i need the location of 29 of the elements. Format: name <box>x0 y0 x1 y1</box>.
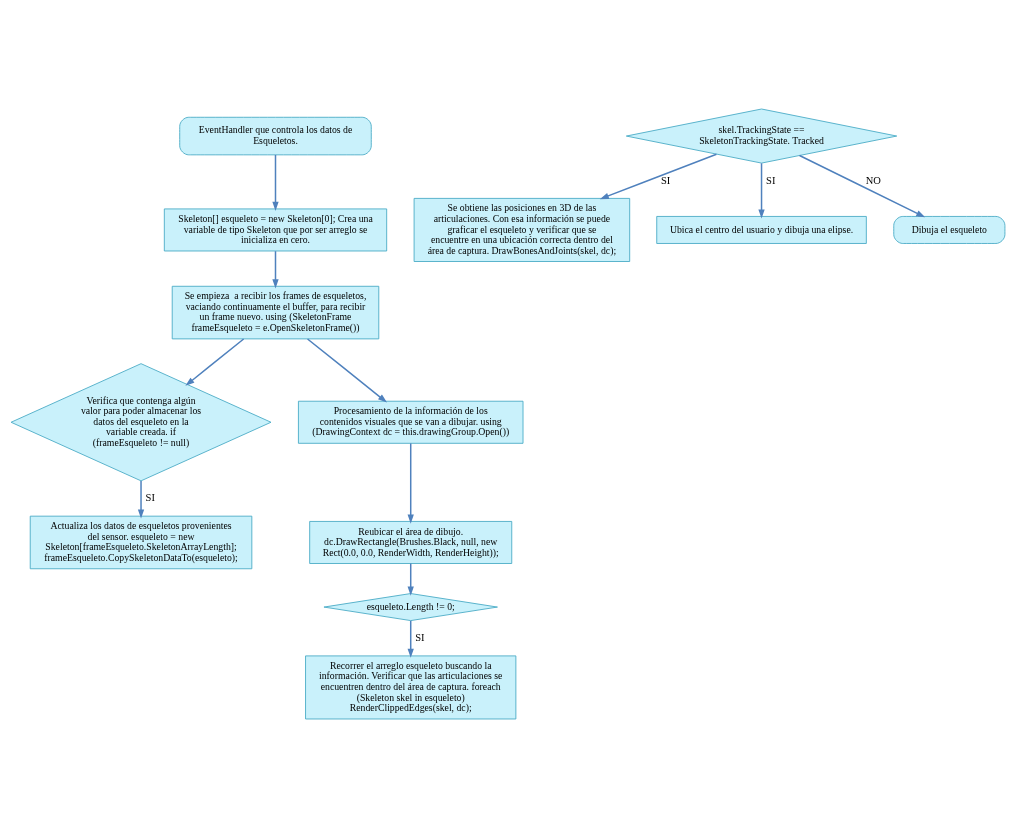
arrow <box>407 562 414 596</box>
node-box: Reubicar el área de dibujo. dc.DrawRectangle(Brushes.Black, null, new Rect(0.0, 0.0, RenderWidth, RenderHeight)); <box>309 520 513 564</box>
edge-label: SI <box>766 174 776 186</box>
arrow <box>272 154 279 211</box>
arrow <box>407 620 414 658</box>
arrow <box>185 338 245 386</box>
node-box: Dibuja el esqueleto <box>893 216 1006 244</box>
node-box: Ubica el centro del usuario y dibuja una elipse. <box>656 216 867 244</box>
arrow <box>272 250 279 289</box>
arrow <box>137 480 145 519</box>
edge-label: SI <box>415 632 425 644</box>
arrow <box>758 162 765 219</box>
arrow <box>306 338 387 403</box>
edge-label: NO <box>865 174 881 186</box>
node-box: Procesamiento de la información de los contenidos visuales que se van a dibujar. using (DrawingContext dc = this.drawingGroup.Open()) <box>297 400 524 444</box>
node-diamond: Verifica que contenga algún valor para poder almacenar los datos del esqueleto en la variable creada. if (frameEsqueleto != null) <box>10 363 272 482</box>
node-box: Actualiza los datos de esqueletos provenientes del sensor. esqueleto = new Skeleton[frameEsqueleto.SkeletonArrayLength]; frameEsqueleto.CopySkeletonDataTo(esqueleto); <box>29 515 253 570</box>
node-box: Skeleton[] esqueleto = new Skeleton[0]; Crea una variable de tipo Skeleton que por ser arreglo se inicializa en cero. <box>163 208 388 252</box>
node-box: Recorrer el arreglo esqueleto buscando la información. Verificar que las articulaciones se encuentren dentro del área de captura. foreach (Skeleton skel in esqueleto) RenderClippedEdges(skel, dc); <box>305 655 517 720</box>
node-box: Se empieza a recibir los frames de esqueletos, vaciando continuamente el buffer, para recibir un frame nuevo. using (SkeletonFrame frameEsqueleto = e.OpenSkeletonFrame()) <box>171 285 380 340</box>
node-diamond: esqueleto.Length != 0; <box>323 593 498 622</box>
node-box: Se obtiene las posiciones en 3D de las articulaciones. Con esa información se puede graficar el esqueleto y verificar que se encuentre en una ubicación correcta dentro del área de captura. DrawBonesAndJoints(skel, dc); <box>413 197 631 262</box>
arrow <box>798 154 926 218</box>
arrow <box>407 442 414 524</box>
edge-label: SI <box>145 492 155 504</box>
node-box: EventHandler que controla los datos de Esqueletos. <box>179 116 372 156</box>
edge-label: SI <box>660 174 671 186</box>
arrow <box>599 153 718 200</box>
node-diamond: skel.TrackingState == SkeletonTrackingState. Tracked <box>625 108 898 164</box>
